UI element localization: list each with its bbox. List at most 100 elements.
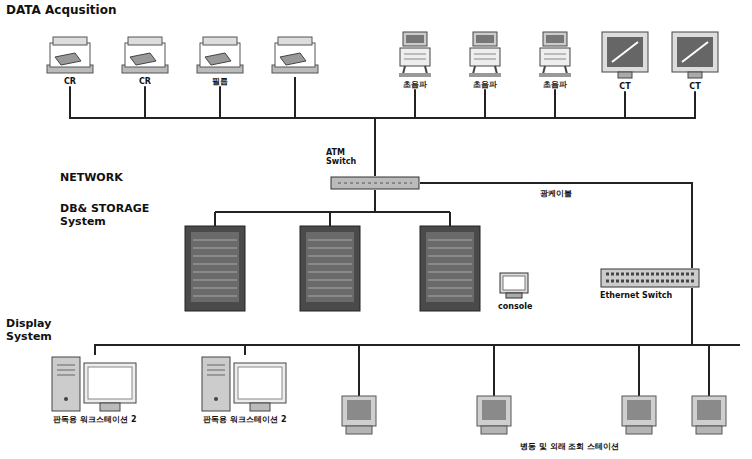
device-label: 초음파	[395, 80, 435, 89]
us-icon	[465, 30, 505, 78]
shape-part	[338, 183, 412, 184]
shape-part	[539, 73, 571, 77]
network-link	[420, 183, 692, 268]
shape-part	[250, 403, 270, 411]
console-terminal: console	[498, 272, 530, 311]
shape-part	[473, 66, 497, 74]
shape-part	[473, 32, 497, 46]
eth-icon	[600, 268, 700, 288]
shape-part	[426, 232, 474, 302]
device-label: Ethernet Switch	[600, 291, 672, 300]
shape-part	[275, 43, 315, 67]
drop-line	[708, 345, 710, 396]
section-title: NETWORK	[60, 172, 123, 185]
shape-part	[205, 53, 231, 65]
drop-line	[493, 345, 495, 396]
ultrasound-unit: 초음파	[465, 30, 505, 89]
shape-part	[618, 72, 632, 78]
device-label: 판독용 워크스테이션 2	[50, 415, 140, 424]
shape-part	[476, 35, 494, 43]
viewing-pc	[477, 396, 511, 434]
viewing-pc	[622, 396, 656, 434]
link-line	[375, 91, 695, 176]
link-line	[375, 91, 625, 176]
ct-monitor: CT	[600, 30, 650, 91]
shape-part	[308, 240, 352, 296]
shape-part	[692, 396, 726, 426]
device-label: CR	[120, 77, 170, 86]
group-label: 병동 및 외래 조회 스테이션	[520, 442, 619, 451]
device-label: console	[498, 302, 530, 311]
shape-part	[64, 397, 68, 401]
device-label: CT	[600, 82, 650, 91]
link-line	[70, 86, 375, 176]
shape-part	[540, 48, 570, 66]
shape-part	[481, 426, 507, 434]
section-title: DB& STORAGE System	[60, 203, 155, 228]
shape-part	[130, 53, 156, 65]
shape-part	[420, 226, 480, 311]
viewing-pc	[342, 396, 376, 434]
link-line	[95, 288, 692, 355]
drop-line	[358, 345, 360, 396]
network-link	[220, 86, 375, 176]
shape-part	[214, 397, 218, 401]
shape-part	[477, 396, 511, 426]
network-link	[375, 91, 625, 176]
shape-part	[503, 276, 525, 290]
console-icon	[498, 272, 530, 300]
shape-part	[544, 54, 566, 59]
shape-part	[278, 37, 312, 45]
shape-part	[672, 32, 718, 72]
section-title: Display System	[6, 318, 66, 343]
shape-part	[52, 357, 80, 411]
link-line	[145, 86, 375, 176]
device-label: 초음파	[465, 80, 505, 89]
workstation: 판독용 워크스테이션 2	[200, 355, 290, 424]
shape-part	[403, 66, 427, 74]
shape-part	[238, 367, 282, 399]
shape-part	[688, 72, 702, 78]
network-link	[375, 89, 415, 176]
shape-part	[347, 400, 371, 420]
network-link	[95, 288, 692, 355]
device-label: CR	[45, 77, 95, 86]
shape-part	[428, 240, 472, 296]
network-link	[245, 288, 692, 355]
drop-line	[449, 212, 451, 226]
shape-part	[470, 48, 500, 66]
shape-part	[57, 365, 75, 375]
link-label: 광케이블	[538, 188, 574, 199]
link-line	[220, 86, 375, 176]
shape-part	[546, 35, 564, 43]
shape-part	[84, 363, 136, 403]
shape-part	[543, 32, 567, 46]
shape-part	[128, 37, 162, 45]
shape-part	[300, 226, 360, 311]
film-scanner	[272, 37, 318, 73]
ultrasound-unit: 초음파	[535, 30, 575, 89]
shape-part	[234, 363, 286, 403]
shape-part	[207, 365, 225, 375]
shape-part	[607, 37, 643, 67]
drop-line	[294, 77, 296, 118]
shape-part	[400, 48, 430, 66]
shape-part	[602, 32, 648, 72]
server-rack	[420, 226, 480, 311]
shape-part	[185, 226, 245, 311]
film-digitizer: 필름	[195, 35, 245, 86]
device-label: CT	[670, 82, 720, 91]
shape-part	[469, 73, 501, 77]
shape-part	[406, 35, 424, 43]
network-link	[70, 86, 375, 176]
shape-part	[601, 269, 699, 287]
scanner-icon	[120, 35, 170, 75]
us-icon	[395, 30, 435, 78]
trunk-line	[374, 190, 376, 212]
atm-switch: ATM Switch	[330, 176, 420, 190]
shape-part	[677, 37, 713, 67]
server-rack	[300, 226, 360, 311]
network-link	[375, 89, 555, 176]
server-rack	[185, 226, 245, 311]
